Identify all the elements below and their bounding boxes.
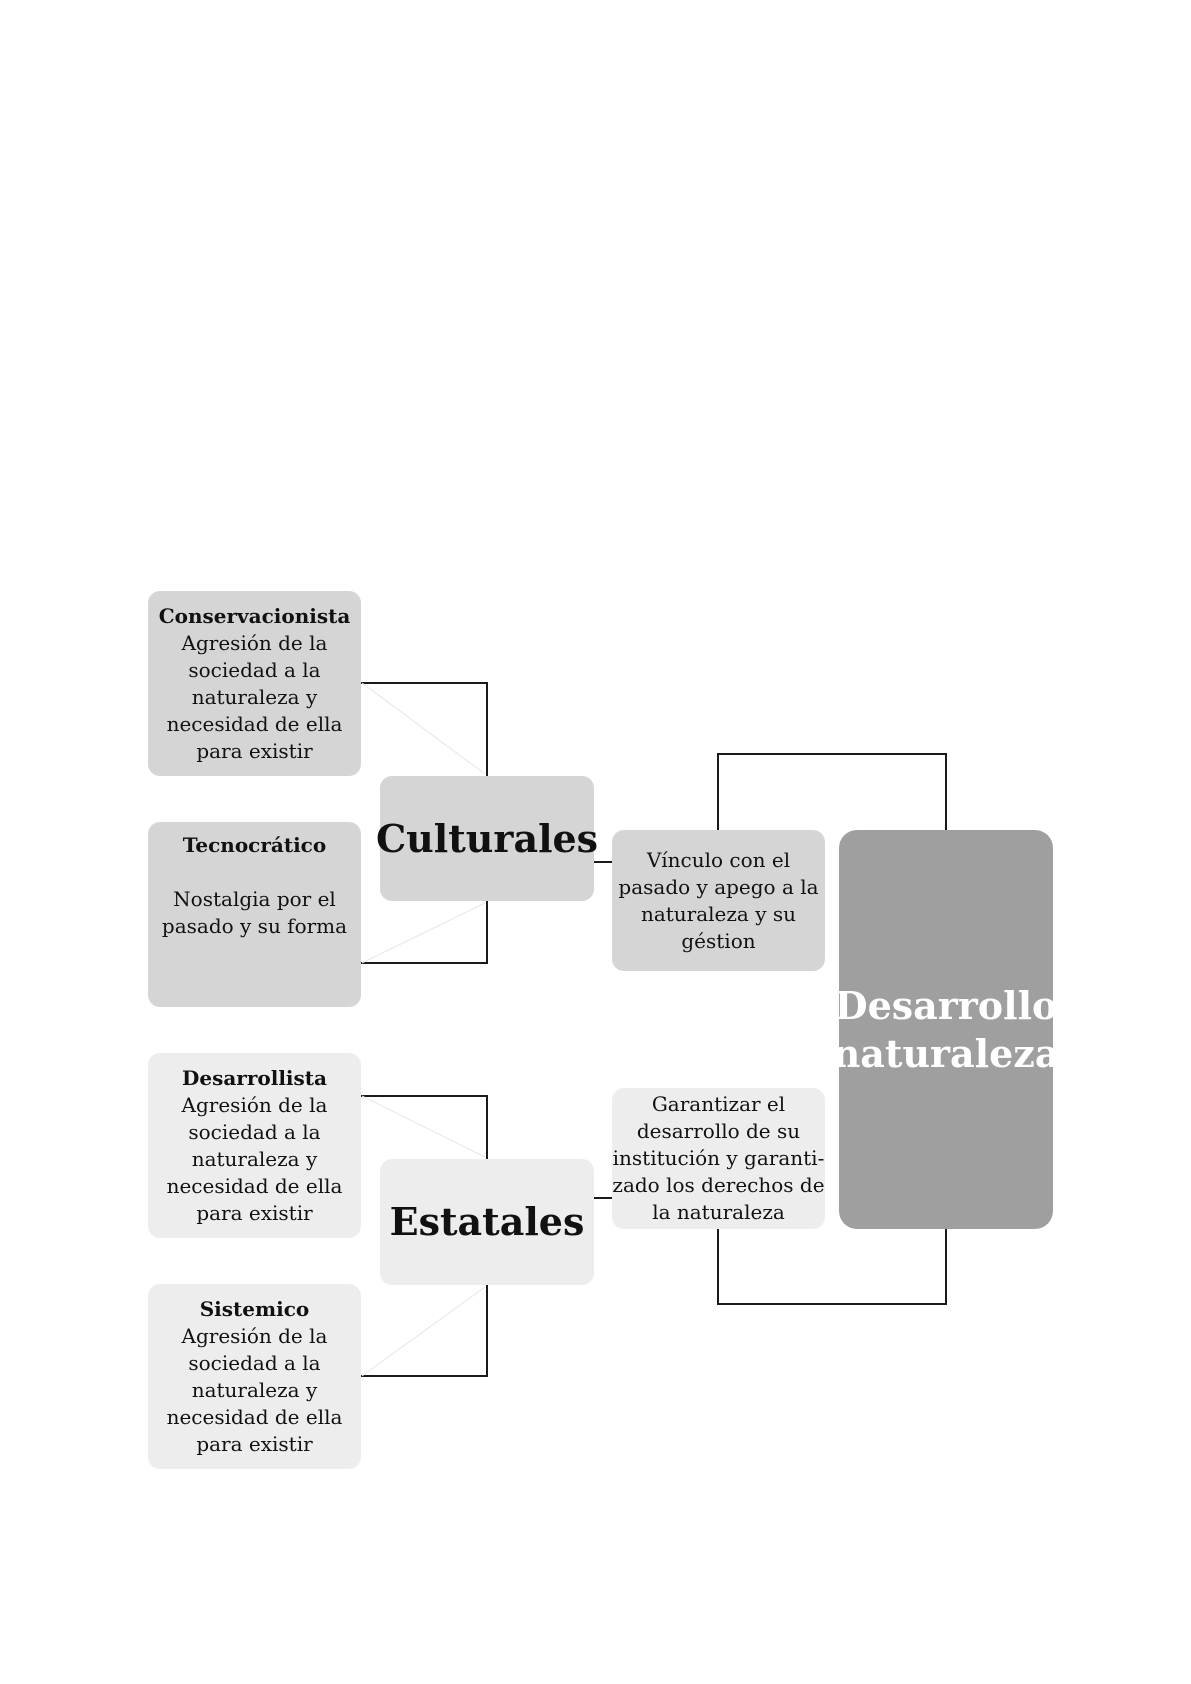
card-desarrollista: Desarrollista Agresión de la sociedad a … <box>148 1053 361 1238</box>
connector-vinculo-central <box>717 753 947 830</box>
faint-connector-2 <box>361 902 486 964</box>
category-label: Culturales <box>375 815 599 861</box>
connector-garantizar-central <box>717 1228 947 1305</box>
card-description: Nostalgia por el pasado y su forma <box>161 887 348 938</box>
central-label: Desarrollo naturaleza <box>832 982 1060 1076</box>
card-title: Conservacionista <box>158 603 351 628</box>
card-sistemico: Sistemico Agresión de la sociedad a la n… <box>148 1284 361 1469</box>
card-tecnocratico: Tecnocrático Nostalgia por el pasado y s… <box>148 822 361 1007</box>
category-culturales: Culturales <box>376 776 598 901</box>
connector-desarrollista-estatales <box>360 1095 488 1159</box>
central-node: Desarrollo naturaleza <box>833 830 1059 1229</box>
link-culturales: Vínculo con el pasado y apego a la natur… <box>612 830 825 971</box>
link-text: Vínculo con el pasado y apego a la natur… <box>618 847 819 953</box>
card-description: Agresión de la sociedad a la naturaleza … <box>166 630 343 763</box>
category-estatales: Estatales <box>380 1159 594 1285</box>
card-description: Agresión de la sociedad a la naturaleza … <box>166 1092 343 1225</box>
card-title: Sistemico <box>199 1296 310 1321</box>
card-description: Agresión de la sociedad a la naturaleza … <box>166 1323 343 1456</box>
connector-tecnocratico-culturales <box>360 901 488 964</box>
faint-connector-1 <box>361 682 486 775</box>
card-title: Desarrollista <box>182 1065 327 1090</box>
connector-conservacionista-culturales <box>360 682 488 776</box>
link-estatales: Garantizar el desarrollo de su instituci… <box>612 1088 825 1229</box>
card-conservacionista: Conservacionista Agresión de la sociedad… <box>148 591 361 776</box>
card-title: Tecnocrático <box>182 833 327 857</box>
faint-connector-3 <box>361 1095 486 1158</box>
connector-sistemico-estatales <box>360 1285 488 1377</box>
link-text: Garantizar el desarrollo de su instituci… <box>612 1092 825 1224</box>
category-label: Estatales <box>389 1199 585 1244</box>
faint-connector-4 <box>361 1286 486 1377</box>
